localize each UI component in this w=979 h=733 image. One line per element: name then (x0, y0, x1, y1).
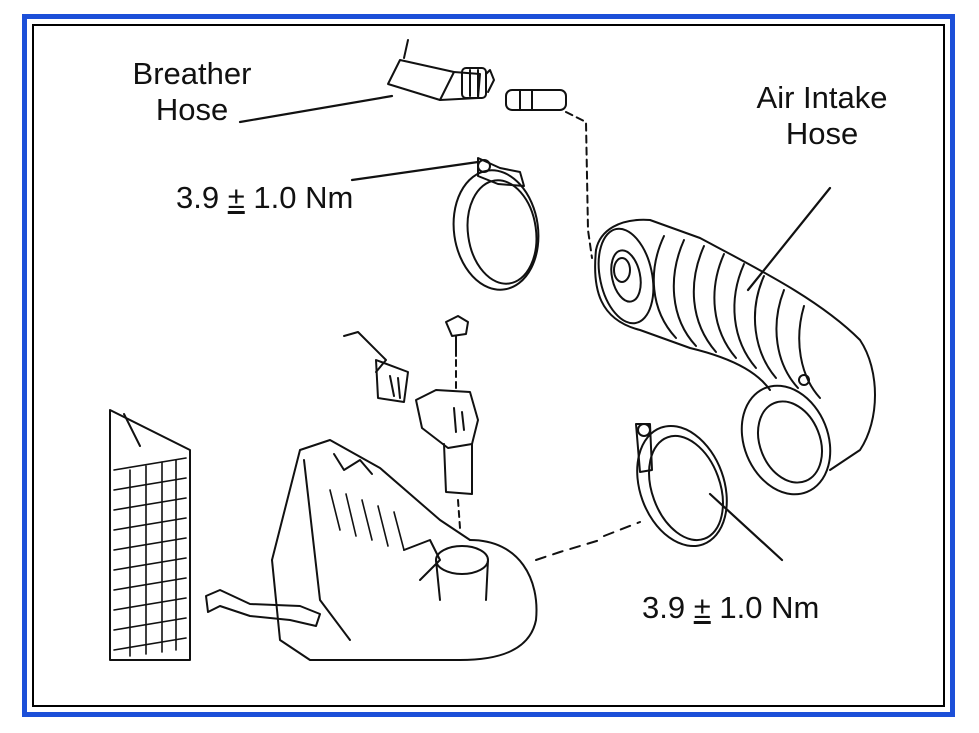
upper-hose-clamp (452, 157, 540, 291)
leader-breather-hose (238, 94, 394, 124)
label-breather-hose: Breather Hose (108, 56, 276, 128)
leader-air-intake-hose (746, 186, 832, 292)
torque-top-plus-minus: ± (227, 180, 245, 215)
air-intake-hose-line1: Air Intake (756, 80, 888, 115)
torque-bottom-value: 3.9 (642, 590, 686, 625)
air-intake-hose-line2: Hose (785, 116, 859, 151)
breather-fitting-part (505, 89, 593, 259)
air-cleaner-housing (205, 439, 641, 661)
sensor-screw-and-connector (343, 315, 469, 403)
air-intake-hose-part (594, 218, 876, 496)
torque-bottom-plus-minus: ± (693, 590, 711, 625)
breather-hose-line1: Breather (132, 56, 252, 91)
label-torque-bottom: 3.9 ± 1.0 Nm (642, 590, 819, 626)
breather-hose-part (387, 39, 495, 101)
torque-top-value: 3.9 (176, 180, 220, 215)
torque-bottom-tolerance: 1.0 Nm (719, 590, 820, 625)
lower-hose-clamp (635, 423, 728, 548)
air-filter-element (109, 409, 191, 661)
label-air-intake-hose: Air Intake Hose (730, 80, 914, 152)
diagram-frame-inner (32, 24, 945, 707)
label-torque-top: 3.9 ± 1.0 Nm (176, 180, 353, 216)
leader-torque-top (350, 160, 480, 182)
leader-lines (238, 94, 832, 562)
mass-airflow-sensor-part (415, 389, 479, 529)
torque-top-tolerance: 1.0 Nm (253, 180, 354, 215)
breather-hose-line2: Hose (155, 92, 229, 127)
